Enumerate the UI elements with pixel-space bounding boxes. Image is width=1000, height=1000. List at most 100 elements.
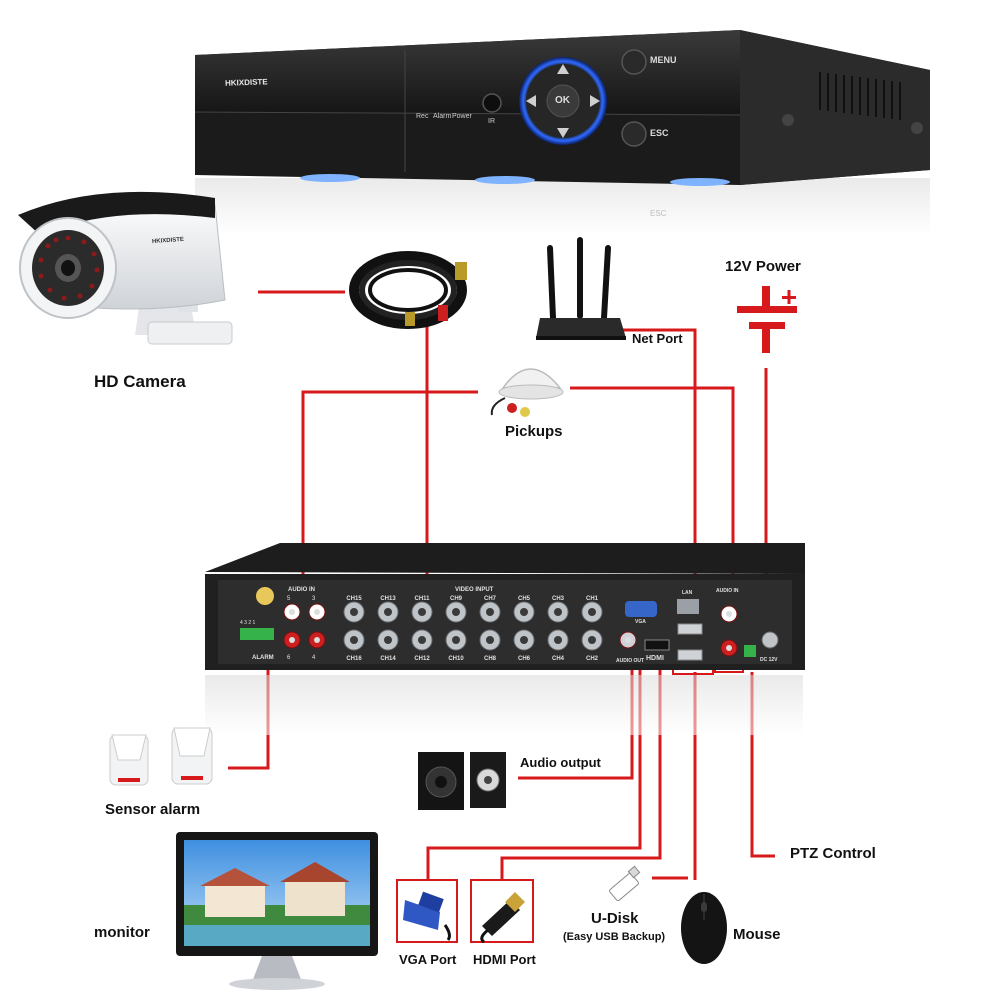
channel-label: CH5 [518,596,531,602]
channel-label: CH4 [552,656,565,662]
audio-in-rca-3-pin [314,609,320,615]
dc-power-jack [761,631,779,649]
indicator-alarm: Alarm [433,113,452,120]
top-bnc-pin [384,608,392,616]
alarm-pins-label: 4 3 2 1 [240,620,256,626]
ir-label: IR [488,118,495,125]
hdmi-port-label: HDMI Port [473,952,536,967]
vga-port-label: VGA Port [399,952,457,967]
esc-reflection-label: ESC [650,209,667,218]
audio-in-number: 3 [312,596,316,602]
audio-in-rca-5-pin [289,609,295,615]
audio-in-number: 6 [287,655,291,661]
u-disk-label: U-Disk [591,910,639,927]
mouse-label: Mouse [733,926,781,943]
ir-sensor-icon [482,93,502,113]
usb-port-1 [677,623,703,635]
bottom-bnc-pin [418,636,426,644]
audio-in-number: 5 [287,596,291,602]
channel-label: CH10 [448,656,464,662]
channel-label: CH15 [346,596,362,602]
bnc-cable-coil [349,251,467,329]
esc-button[interactable] [621,121,647,147]
bottom-bnc-pin [452,636,460,644]
usb-port-2 [677,649,703,661]
audio-out-back-label: AUDIO OUT [616,658,645,664]
speakers [418,752,506,810]
mouse-icon [681,892,727,964]
channel-label: CH1 [586,596,599,602]
bottom-bnc-pin [384,636,392,644]
monitor-label: monitor [94,924,150,941]
hdmi-cable-icon [480,892,525,944]
audio-in-rca-4-pin [314,637,320,643]
monitor-display [176,832,378,990]
top-bnc-pin [554,608,562,616]
menu-button[interactable] [621,49,647,75]
dvr-brand-text: HKIXDISTE [224,77,268,88]
u-disk-sublabel: (Easy USB Backup) [563,931,666,943]
bnc-row-bottom: CH16 CH14 CH12 CH10 CH8 CH6 CH4 CH2 [343,629,603,662]
audio-out-rca-pin [625,637,631,643]
channel-label: CH8 [484,656,497,662]
twelve-v-power-label: 12V Power [725,258,801,275]
channel-label: CH14 [380,656,396,662]
pickup-microphone [490,368,564,417]
net-port-label: Net Port [632,331,683,346]
ptz-control-label: PTZ Control [790,845,876,862]
top-bnc-pin [588,608,596,616]
sensor-alarm [109,727,213,786]
channel-label: CH16 [346,656,362,662]
alarm-terminal-block [240,628,274,640]
channel-label: CH9 [450,596,463,602]
hdmi-back-label: HDMI [646,655,664,662]
video-input-label: VIDEO INPUT [455,587,494,593]
bottom-bnc-pin [554,636,562,644]
bottom-bnc-pin [350,636,358,644]
hd-camera-label: HD Camera [94,372,186,391]
bottom-bnc-pin [588,636,596,644]
u-disk-icon [609,865,641,902]
top-bnc-pin [418,608,426,616]
ptz-terminal [744,645,756,657]
top-bnc-pin [486,608,494,616]
top-bnc-pin [452,608,460,616]
channel-label: CH12 [414,656,430,662]
router [536,237,626,340]
channel-label: CH13 [380,596,396,602]
audio-in-rca-1-pin [726,611,732,617]
channel-label: CH6 [518,656,531,662]
channel-label: CH11 [414,596,430,602]
menu-label: MENU [650,55,677,65]
hd-camera [18,191,233,345]
channel-label: CH7 [484,596,497,602]
arrow-down-icon [557,128,569,138]
lan-port-icon [677,599,699,614]
audio-output-label: Audio output [520,755,601,770]
bottom-bnc-pin [520,636,528,644]
ok-button[interactable]: OK [555,95,570,106]
arrow-right-icon [590,95,600,107]
alarm-label: ALARM [252,655,274,661]
indicator-power: Power [452,113,472,120]
vga-cable-icon [403,891,451,941]
audio-in-left-label: AUDIO IN [288,587,315,593]
audio-in-right-label: AUDIO IN [716,588,739,594]
channel-label: CH2 [586,656,599,662]
navigation-dial[interactable] [519,57,607,145]
dvr-back-panel [205,543,805,735]
esc-label: ESC [650,128,669,138]
vga-back-label: VGA [635,619,646,625]
bottom-bnc-pin [486,636,494,644]
sensor-alarm-label: Sensor alarm [105,801,201,818]
pickups-label: Pickups [505,423,563,440]
audio-in-rca-6-pin [289,637,295,643]
vga-connector-icon [625,601,657,617]
arrow-left-icon [526,95,536,107]
lan-back-label: LAN [682,590,693,596]
arrow-up-icon [557,64,569,74]
top-bnc-pin [350,608,358,616]
